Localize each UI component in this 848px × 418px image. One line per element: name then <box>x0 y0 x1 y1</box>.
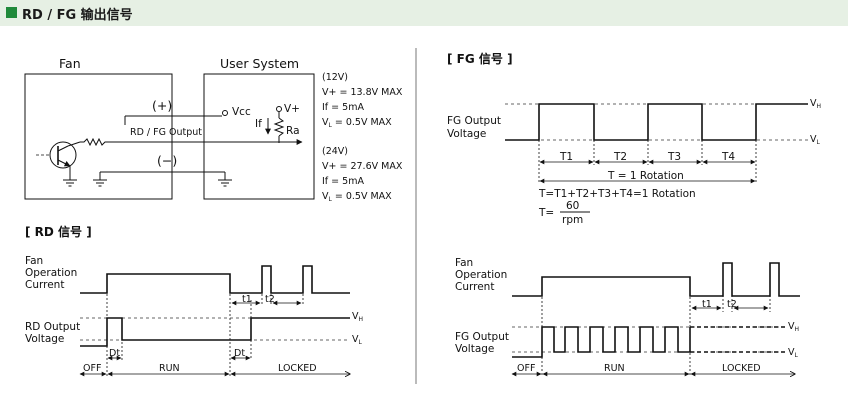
spec-12v-vl: VL = 0.5V MAX <box>322 117 392 129</box>
fg-numerator: 60 <box>566 200 579 212</box>
header-bar: RD / FG 输出信号 <box>0 0 848 26</box>
fg2-vh-label: VH <box>788 321 799 333</box>
spec-24v-if: If = 5mA <box>322 176 364 187</box>
fg-period-t2: T2 <box>613 151 627 163</box>
rd-current-label-1: Fan <box>25 255 43 267</box>
rd-current-label-2: Operation <box>25 267 77 279</box>
plus-label: (+) <box>152 98 172 113</box>
rd-current-label-3: Current <box>25 279 64 291</box>
rd-output-label-1: RD Output <box>25 321 80 333</box>
rd-vl-label: VL <box>352 334 363 346</box>
transistor-emitter-icon <box>57 159 71 167</box>
rd-dt2-label: Dt <box>234 348 245 359</box>
rd-t2-label: t2 <box>265 294 275 305</box>
vplus-terminal-icon <box>276 106 282 112</box>
fg2-current-label-1: Fan <box>455 257 473 269</box>
spec-24v-vplus: V+ = 27.6V MAX <box>322 161 403 172</box>
fg-waveform <box>505 103 808 141</box>
fg-formula: T=T1+T2+T3+T4=1 Rotation <box>538 188 696 200</box>
fg-locked-timing-diagram: Fan Operation Current FG Output Voltage … <box>455 257 800 376</box>
vplus-label: V+ <box>284 103 300 115</box>
fg2-t1-label: t1 <box>702 299 712 310</box>
transistor-collector <box>57 145 69 152</box>
fg2-locked-label: LOCKED <box>722 363 761 374</box>
fg-period-t3: T3 <box>667 151 681 163</box>
fg-rotation-label: T = 1 Rotation <box>607 170 684 182</box>
fg2-off-label: OFF <box>517 363 535 374</box>
fg2-output-waveform <box>512 326 691 358</box>
transistor-icon <box>49 141 77 169</box>
spec-12v-vplus: V+ = 13.8V MAX <box>322 87 403 98</box>
circuit-diagram: Fan User System (+) Vcc V+ Ra If RD / FG… <box>24 56 403 203</box>
fg-period-t1: T1 <box>559 151 573 163</box>
rd-locked-label: LOCKED <box>278 363 317 374</box>
rd-vh-label: VH <box>352 311 363 323</box>
ra-resistor-icon <box>273 117 285 137</box>
fg-period-t4: T4 <box>721 151 735 163</box>
fg-output-label-2: Voltage <box>447 128 486 140</box>
fg-title: [ FG 信号 ] <box>447 51 513 66</box>
header-title: RD / FG 输出信号 <box>22 8 133 23</box>
user-system-label: User System <box>220 56 299 71</box>
fg-t-eq: T= <box>538 207 554 219</box>
fg2-vl-label: VL <box>788 347 799 359</box>
fg-output-label-1: FG Output <box>447 115 501 127</box>
rd-run-label: RUN <box>159 363 180 374</box>
fg-denominator: rpm <box>562 214 583 226</box>
spec-12v-if: If = 5mA <box>322 102 364 113</box>
spec-12v-title: (12V) <box>322 72 348 83</box>
fg-timing-diagram: [ FG 信号 ] FG Output Voltage VH VL T1 T2 … <box>447 51 821 226</box>
rd-dt1-label: Dt <box>109 348 120 359</box>
fg-vh-label: VH <box>810 98 821 110</box>
fg2-current-label-2: Operation <box>455 269 507 281</box>
if-label: If <box>255 118 262 130</box>
collector-lead <box>67 141 81 147</box>
rd-output-waveform <box>80 317 350 347</box>
rd-off-label: OFF <box>83 363 101 374</box>
user-system-box <box>203 73 315 200</box>
rd-current-waveform <box>80 265 350 294</box>
minus-label: (−) <box>157 153 177 168</box>
fg2-t2-label: t2 <box>727 299 737 310</box>
base-resistor-icon <box>80 137 107 147</box>
fg-vl-label: VL <box>810 134 821 146</box>
spec-24v-title: (24V) <box>322 146 348 157</box>
rd-output-label-2: Voltage <box>25 333 64 345</box>
vcc-label: Vcc <box>232 106 251 118</box>
fg2-current-waveform <box>512 262 800 297</box>
fan-box <box>24 73 173 200</box>
rd-title: [ RD 信号 ] <box>25 224 92 239</box>
header-marker-icon <box>6 7 17 18</box>
rd-timing-diagram: [ RD 信号 ] Fan Operation Current RD Outpu… <box>25 224 363 376</box>
vcc-terminal-icon <box>222 110 228 116</box>
spec-24v-vl: VL = 0.5V MAX <box>322 191 392 203</box>
ra-label: Ra <box>286 125 300 137</box>
fan-label: Fan <box>59 56 81 71</box>
fg2-output-label-2: Voltage <box>455 343 494 355</box>
rd-t1-label: t1 <box>242 294 252 305</box>
fg2-output-label-1: FG Output <box>455 331 509 343</box>
rd-fg-output-label: RD / FG Output <box>130 127 202 138</box>
fg2-run-label: RUN <box>604 363 625 374</box>
fg2-current-label-3: Current <box>455 281 494 293</box>
